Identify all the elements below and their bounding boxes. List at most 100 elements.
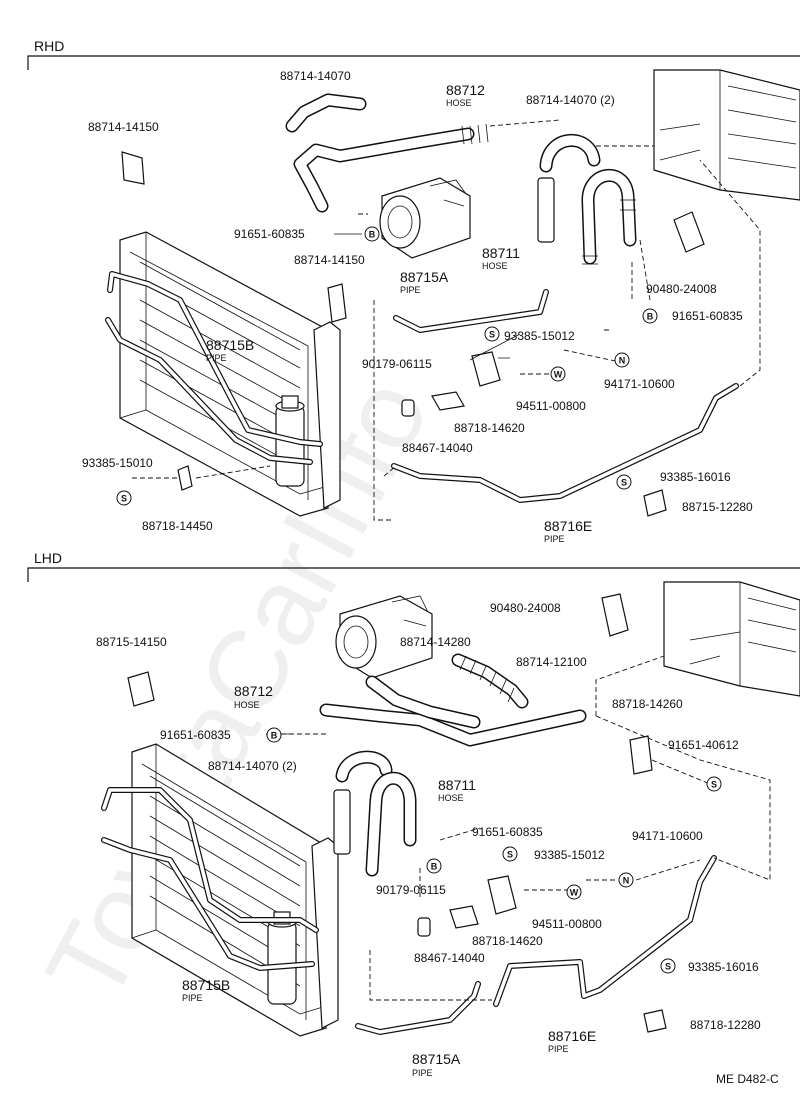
lhd-label-88714-14280: 88714-14280 (400, 635, 471, 649)
rhd-label-94511-00800: 94511-00800 (516, 399, 586, 413)
svg-text:S: S (507, 850, 513, 860)
rhd-section: RHD (27, 38, 800, 544)
rhd-clamp-12280 (643, 489, 667, 517)
rhd-label-90480-24008: 90480-24008 (646, 282, 717, 296)
lhd-label-88718-12280: 88718-12280 (690, 1018, 761, 1032)
lhd-label-88711: 88711 (438, 777, 476, 793)
rhd-plug-06115 (401, 399, 415, 417)
lhd-label-88716e-sub: PIPE (548, 1044, 569, 1054)
lhd-label-88715a: 88715A (412, 1051, 461, 1067)
lhd-grommet-24008 (601, 593, 629, 637)
lhd-label-88712: 88712 (234, 683, 273, 699)
rhd-label-93385-16016: 93385-16016 (660, 470, 731, 484)
lhd-label-88715a-sub: PIPE (412, 1068, 433, 1078)
rhd-grommet-14150-a (121, 151, 145, 185)
lhd-clamp-12280 (643, 1009, 667, 1033)
lhd-grommet-14150 (127, 671, 155, 707)
rhd-section-title: RHD (34, 38, 64, 54)
lhd-compressor (335, 595, 433, 679)
lhd-symbol-s1: S (706, 776, 722, 792)
lhd-receiver-drier (267, 911, 297, 1005)
lhd-label-88711-sub: HOSE (438, 793, 464, 803)
lhd-symbol-s2: S (502, 846, 518, 862)
lhd-label-90179-06115: 90179-06115 (376, 883, 446, 897)
rhd-receiver-drier (275, 395, 305, 487)
lhd-label-88715b: 88715B (182, 977, 230, 993)
lhd-symbol-n: N (618, 872, 634, 888)
lhd-label-94511-00800: 94511-00800 (532, 917, 602, 931)
svg-text:B: B (369, 230, 376, 240)
lhd-label-88718-14260: 88718-14260 (612, 697, 683, 711)
svg-text:S: S (621, 478, 627, 488)
rhd-label-88714-14150-b: 88714-14150 (294, 253, 365, 267)
rhd-label-88712-sub: HOSE (446, 98, 472, 108)
rhd-label-94171-10600: 94171-10600 (604, 377, 675, 391)
rhd-label-88716e: 88716E (544, 518, 592, 534)
svg-text:S: S (665, 962, 671, 972)
lhd-label-88712-sub: HOSE (234, 700, 260, 710)
lhd-label-88714-12100: 88714-12100 (516, 655, 587, 669)
rhd-symbol-b2: B (642, 308, 658, 324)
lhd-label-88715b-sub: PIPE (182, 993, 203, 1003)
rhd-label-88714-14150-a: 88714-14150 (88, 120, 159, 134)
rhd-label-88711-sub: HOSE (482, 261, 508, 271)
rhd-label-90179-06115: 90179-06115 (362, 357, 432, 371)
lhd-clamp-14260 (629, 735, 653, 775)
lhd-label-91651-60835-b: 91651-60835 (472, 825, 543, 839)
rhd-label-88714-14070-2: 88714-14070 (2) (526, 93, 615, 107)
rhd-label-88711: 88711 (482, 245, 520, 261)
lhd-label-88715-14150: 88715-14150 (96, 635, 167, 649)
svg-text:S: S (711, 780, 717, 790)
lhd-label-88718-14620: 88718-14620 (472, 934, 543, 948)
lhd-label-91651-60835-a: 91651-60835 (160, 728, 231, 742)
lhd-plug-06115 (417, 917, 431, 937)
svg-text:B: B (431, 862, 438, 872)
rhd-label-88467-14040: 88467-14040 (402, 441, 473, 455)
rhd-symbol-s3: S (616, 474, 632, 490)
rhd-label-88715b-sub: PIPE (206, 353, 227, 363)
rhd-label-88715-12280: 88715-12280 (682, 500, 753, 514)
lhd-section-title: LHD (34, 550, 62, 566)
rhd-clamp-14450 (177, 465, 193, 491)
svg-text:W: W (570, 888, 579, 898)
lhd-symbol-b1: B (266, 727, 282, 743)
rhd-label-91651-60835-b: 91651-60835 (672, 309, 743, 323)
lhd-label-88714-14070-2: 88714-14070 (2) (208, 759, 297, 773)
lhd-symbol-b2: B (426, 858, 442, 874)
lhd-symbol-s3: S (660, 958, 676, 974)
rhd-label-88714-14070: 88714-14070 (280, 69, 351, 83)
rhd-symbol-s2: S (116, 490, 132, 506)
rhd-label-88718-14620: 88718-14620 (454, 421, 525, 435)
rhd-label-91651-60835-a: 91651-60835 (234, 227, 305, 241)
lhd-symbol-w: W (566, 884, 582, 900)
lhd-label-88467-14040: 88467-14040 (414, 951, 485, 965)
rhd-grommet-14150-b (327, 283, 347, 323)
rhd-compressor (379, 177, 471, 259)
rhd-label-88718-14450: 88718-14450 (142, 519, 213, 533)
svg-text:W: W (554, 370, 563, 380)
lhd-evaporator (663, 581, 800, 697)
lhd-section: LHD (27, 550, 800, 1078)
lhd-bracket-14620 (487, 875, 517, 915)
rhd-switch-14040 (431, 391, 465, 411)
rhd-symbol-b1: B (364, 226, 380, 242)
svg-text:N: N (623, 876, 630, 886)
rhd-label-93385-15012: 93385-15012 (504, 329, 575, 343)
lhd-switch-14040 (449, 905, 479, 929)
svg-text:N: N (619, 356, 626, 366)
rhd-label-88715a: 88715A (400, 269, 449, 285)
rhd-section-bracket (27, 55, 800, 70)
lhd-label-93385-15012: 93385-15012 (534, 848, 605, 862)
drawing-code: ME D482-C (716, 1072, 779, 1086)
lhd-label-94171-10600: 94171-10600 (632, 829, 703, 843)
svg-text:S: S (121, 494, 127, 504)
rhd-label-93385-15010: 93385-15010 (82, 456, 153, 470)
svg-text:B: B (271, 731, 278, 741)
rhd-symbol-w: W (550, 366, 566, 382)
lhd-section-bracket (27, 567, 800, 582)
lhd-label-91651-40612: 91651-40612 (668, 738, 739, 752)
lhd-label-93385-16016: 93385-16016 (688, 960, 759, 974)
rhd-bracket-14620 (471, 351, 501, 387)
rhd-label-88715a-sub: PIPE (400, 285, 421, 295)
